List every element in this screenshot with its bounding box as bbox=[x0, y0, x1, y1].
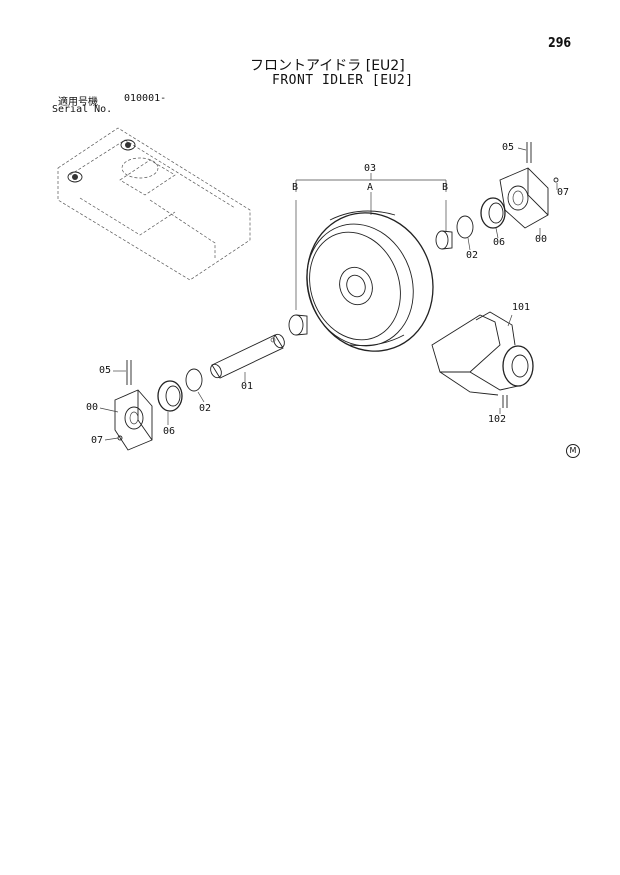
callout-06-left: 06 bbox=[163, 426, 176, 437]
bearing-housing-left bbox=[114, 360, 153, 451]
serial-number-value: 010001- bbox=[124, 93, 167, 104]
callout-05-left: 05 bbox=[99, 365, 112, 376]
serial-label-japanese: 適用号機 bbox=[58, 97, 98, 108]
callout-06-top: 06 bbox=[493, 237, 506, 248]
idler-wheel bbox=[306, 210, 434, 352]
title-japanese: フロントアイドラ [EU2] bbox=[250, 58, 405, 74]
serial-label-english: Serial No. bbox=[52, 104, 113, 115]
seal-top bbox=[480, 197, 506, 229]
bushings bbox=[288, 230, 453, 336]
seal-left bbox=[157, 380, 183, 412]
callout-00-top: 00 bbox=[535, 234, 548, 245]
page-number: 296 bbox=[548, 36, 572, 51]
o-ring-top bbox=[456, 215, 474, 239]
idler-yoke bbox=[431, 311, 534, 408]
shaft bbox=[210, 333, 285, 379]
footer-mark: M bbox=[566, 444, 580, 458]
callout-02-top: 02 bbox=[466, 250, 479, 261]
bearing-housing-top bbox=[499, 142, 559, 229]
callout-07-left: 07 bbox=[91, 435, 104, 446]
callout-02-left: 02 bbox=[199, 403, 212, 414]
callout-a: A bbox=[367, 182, 374, 193]
callout-01: 01 bbox=[241, 381, 254, 392]
callout-07-top: 07 bbox=[557, 187, 570, 198]
callout-03: 03 bbox=[364, 163, 377, 174]
callout-b-right: B bbox=[442, 182, 449, 193]
undercarriage-thumbnail bbox=[57, 127, 251, 281]
o-ring-left bbox=[185, 368, 203, 392]
callout-101: 101 bbox=[512, 302, 531, 313]
leader-lines bbox=[99, 147, 558, 441]
callout-102: 102 bbox=[488, 414, 507, 425]
title-english: FRONT IDLER [EU2] bbox=[272, 73, 414, 88]
callout-00-left: 00 bbox=[86, 402, 99, 413]
callout-b-left: B bbox=[292, 182, 299, 193]
callout-05-top: 05 bbox=[502, 142, 515, 153]
